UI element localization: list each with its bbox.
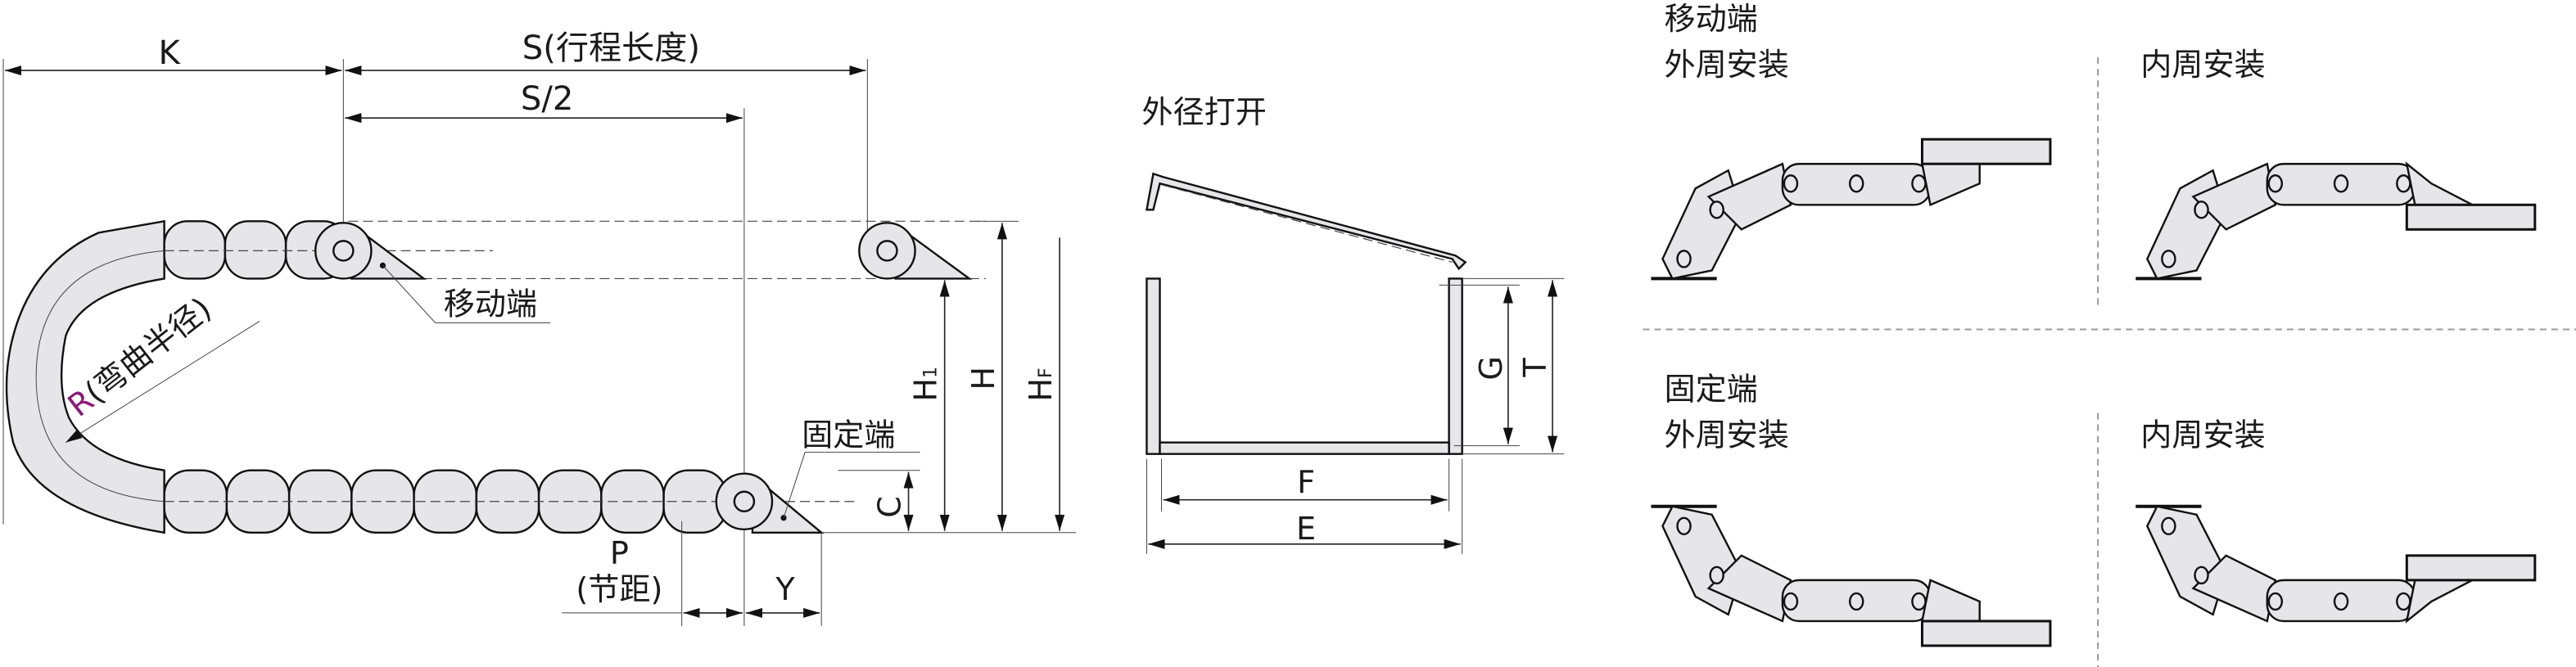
dim-s-half-label: S/2	[521, 80, 574, 118]
dim-r-note: (弯曲半径)	[79, 291, 219, 411]
fixed-outer-chain	[1651, 504, 2052, 647]
open-lid	[1146, 172, 1467, 271]
dim-hf-label: HF	[1023, 367, 1059, 401]
dim-p-label: P	[610, 535, 629, 571]
dim-h-label: H	[965, 367, 1001, 390]
fixed-inner-title: 内周安装	[2140, 417, 2265, 453]
left-wall	[1146, 277, 1161, 455]
moving-outer-chain	[1651, 137, 2052, 281]
moving-end-label: 移动端	[444, 286, 537, 322]
cross-section-diagram: 外径打开 G T F E	[1141, 94, 1565, 554]
dim-h1-label: H1	[908, 367, 944, 402]
bottom-bar	[1159, 441, 1450, 455]
moving-end-title: 移动端	[1664, 1, 1757, 37]
fixed-inner-chain	[2135, 504, 2537, 624]
main-chain-diagram: K S(行程长度) S/2 移动端 固定端	[2, 29, 1077, 626]
moving-inner-title: 内周安装	[2140, 47, 2265, 83]
dim-y-label: Y	[775, 571, 795, 607]
fixed-end-title: 固定端	[1664, 372, 1757, 408]
dim-t-label: T	[1517, 358, 1553, 378]
dim-k-label: K	[158, 34, 181, 72]
dim-p-note: (节距)	[576, 571, 662, 607]
dim-f-label: F	[1297, 465, 1315, 501]
mounting-variants: 移动端 外周安装 内周安装 固定端 外周安装 内周安装	[1643, 1, 2576, 667]
bottom-chain-links	[163, 469, 855, 534]
chain-link	[224, 220, 287, 280]
moving-outer-title: 外周安装	[1664, 47, 1788, 83]
cross-section-title: 外径打开	[1141, 94, 1266, 130]
fixed-outer-title: 外周安装	[1664, 417, 1788, 453]
dim-g-label: G	[1473, 356, 1509, 380]
moving-inner-chain	[2135, 161, 2537, 281]
fixed-end-bracket	[715, 472, 825, 534]
moving-end-bracket-stroke-end	[858, 222, 973, 280]
dim-e-label: E	[1296, 511, 1316, 547]
dim-c-label: C	[871, 496, 907, 518]
moving-end-bracket	[314, 222, 427, 280]
chain-link	[163, 220, 227, 280]
right-wall	[1448, 277, 1463, 455]
chain-bend	[5, 219, 165, 534]
dim-s-label: S(行程长度)	[522, 29, 700, 67]
fixed-end-label: 固定端	[802, 417, 895, 453]
